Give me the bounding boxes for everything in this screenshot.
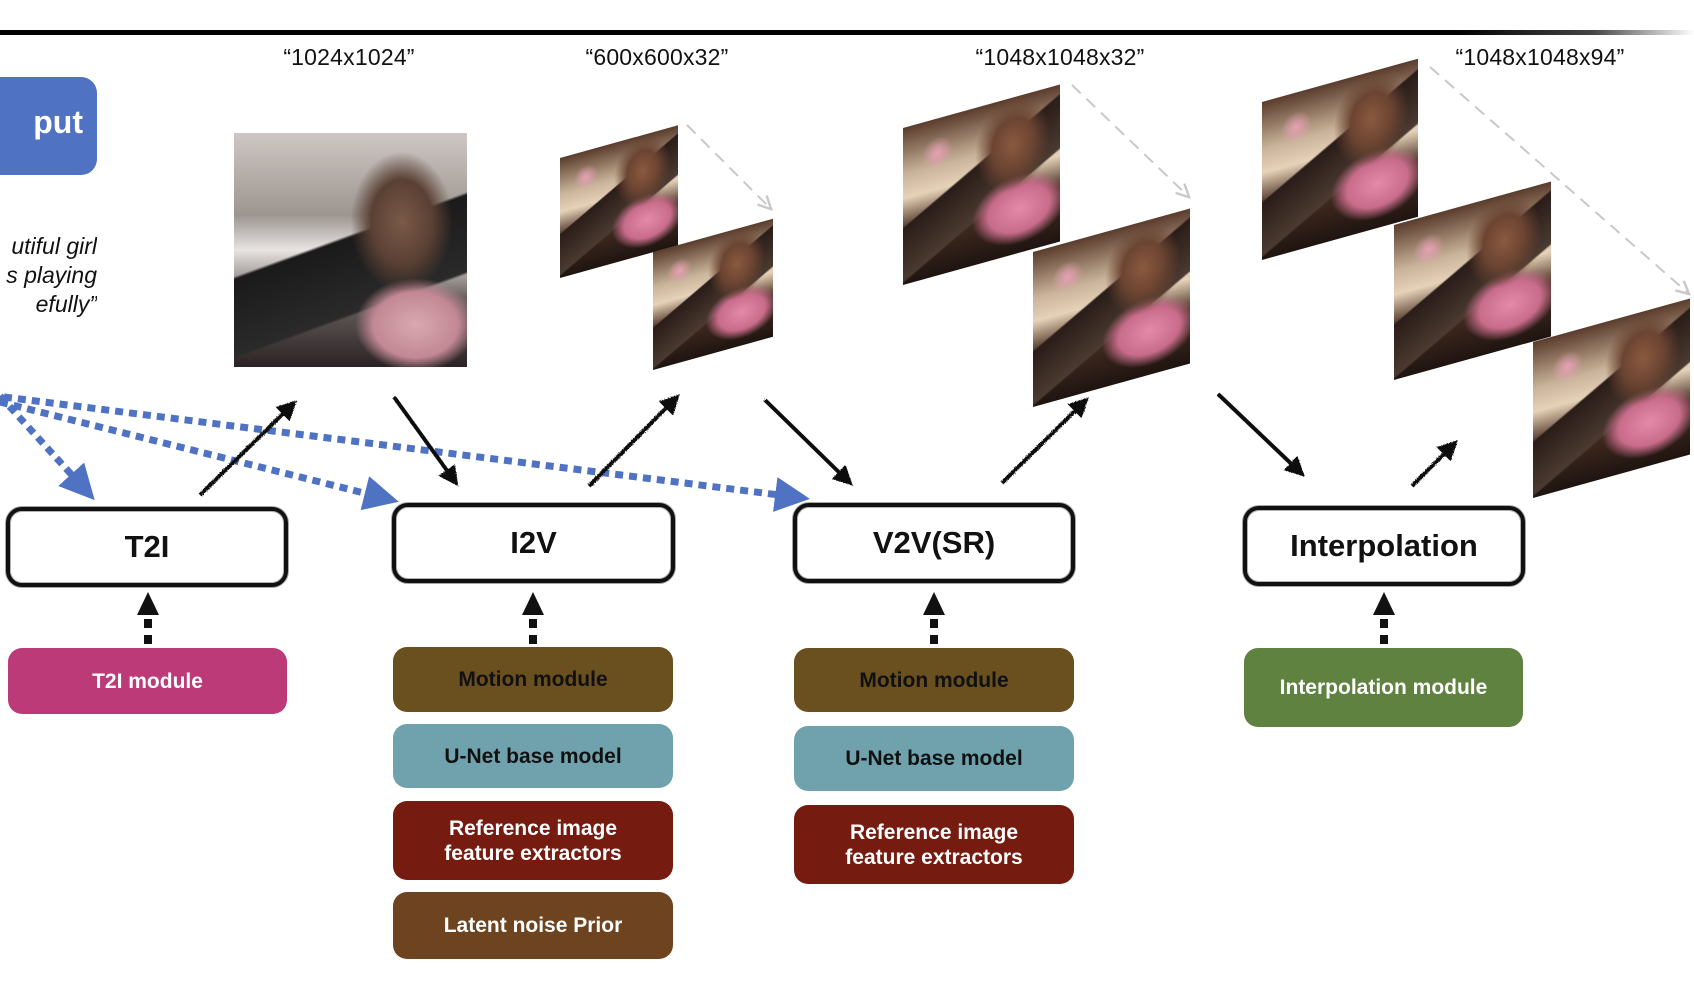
condition-arrow (0, 393, 95, 501)
size-label-v2v: “1048x1048x32” (975, 44, 1145, 70)
stage-box-t2i: T2I (6, 507, 288, 587)
input-label: put (33, 104, 83, 140)
stage-box-interpolation: Interpolation (1243, 506, 1525, 586)
stage-box-v2v: V2V(SR) (793, 503, 1075, 583)
module-i2v-motion: Motion module (393, 647, 673, 712)
stage-box-i2v: I2V (392, 503, 675, 583)
flow-arrow (1000, 397, 1089, 485)
stage-label: Interpolation (1290, 528, 1478, 563)
size-label-interpolation: “1048x1048x94” (1455, 44, 1625, 70)
frame-sequence-arrow (686, 124, 770, 208)
flow-arrow (763, 398, 853, 486)
prompt-line: utiful girl (11, 233, 97, 259)
flow-arrow (198, 400, 297, 497)
module-label: Latent noise Prior (443, 914, 623, 937)
up-arrow-icon (522, 592, 544, 615)
flow-arrow (587, 394, 680, 488)
frame-sequence-arrow (1071, 84, 1188, 196)
t2i-output-image (234, 133, 467, 367)
module-label: Motion module (458, 668, 608, 691)
up-arrow-icon (137, 592, 159, 615)
module-i2v-unet: U-Net base model (393, 724, 673, 788)
module-i2v-latent-noise: Latent noise Prior (393, 892, 673, 959)
condition-arrow (3, 393, 810, 512)
input-box: put (0, 77, 97, 175)
module-v2v-unet: U-Net base model (794, 726, 1074, 791)
flow-arrow (1216, 392, 1305, 477)
module-label: Motion module (859, 668, 1009, 692)
prompt-line: s playing (6, 262, 97, 288)
module-label: Reference image feature extractors (845, 820, 1023, 869)
size-label-t2i: “1024x1024” (283, 44, 415, 70)
header-rule (0, 30, 1694, 35)
module-v2v-reference: Reference image feature extractors (794, 805, 1074, 884)
module-label: U-Net base model (444, 744, 622, 768)
condition-arrow (0, 398, 399, 511)
stage-label: I2V (510, 525, 557, 560)
flow-arrow (1410, 440, 1458, 488)
module-label: T2I module (92, 669, 203, 693)
module-v2v-motion: Motion module (794, 648, 1074, 712)
girl-piano-image (234, 133, 467, 367)
up-arrow-icon (923, 592, 945, 615)
module-label: Interpolation module (1279, 676, 1488, 699)
up-arrow-icon (1373, 592, 1395, 615)
text-prompt: utiful girl s playing efully” (0, 232, 97, 319)
module-label: U-Net base model (845, 747, 1023, 770)
module-i2v-reference: Reference image feature extractors (393, 801, 673, 880)
module-label: Reference image feature extractors (444, 816, 622, 865)
video-frame-interpolation (1533, 298, 1690, 498)
stage-label: T2I (124, 529, 170, 564)
flow-arrow (392, 395, 459, 487)
prompt-line: efully” (35, 291, 97, 317)
module-t2i: T2I module (8, 648, 287, 714)
module-interpolation: Interpolation module (1244, 648, 1523, 727)
size-label-i2v: “600x600x32” (585, 44, 729, 70)
stage-label: V2V(SR) (872, 525, 996, 560)
